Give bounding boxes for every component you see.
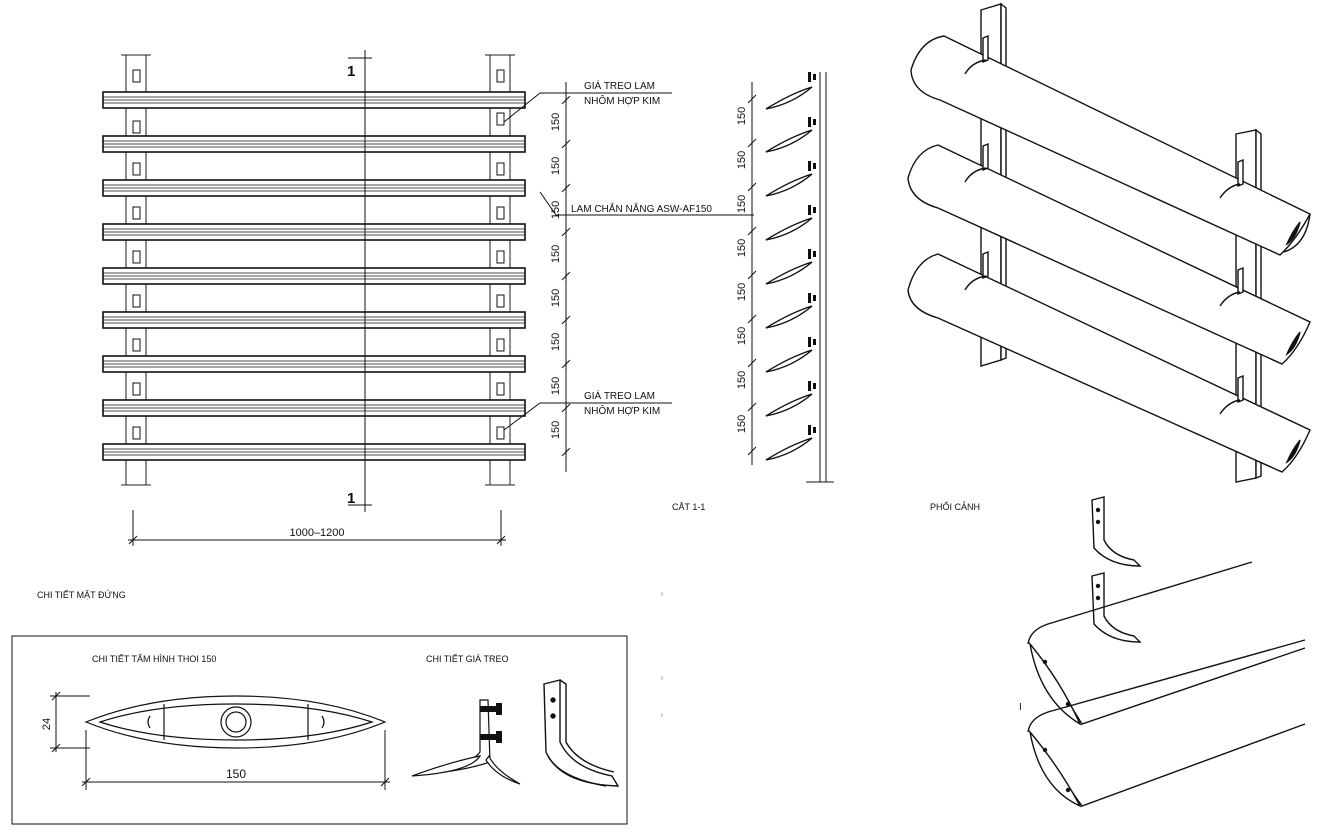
- spacing-label: 150: [550, 113, 562, 131]
- spacing-label: 150: [550, 333, 562, 351]
- callout-top-line2: NHÔM HỢP KIM: [584, 94, 660, 107]
- profile-height-label: 24: [41, 718, 53, 730]
- bracket-title: CHI TIẾT GIÁ TREO: [426, 654, 509, 664]
- spacing-label: 150: [550, 245, 562, 263]
- spacing-label: 150: [736, 327, 748, 345]
- section-line: [348, 50, 372, 512]
- profile-height-dimension: [50, 691, 90, 753]
- profile-title: CHI TIẾT TẤM HÌNH THOI 150: [92, 654, 216, 664]
- section-clips: [808, 72, 816, 435]
- screw-icon: [480, 703, 502, 743]
- section-marker-top: 1: [347, 63, 355, 80]
- elevation-spacing-labels: 150 150 150 150 150 150 150 150: [550, 113, 562, 439]
- width-dimension: [128, 510, 506, 546]
- perspective-title: PHỐI CẢNH: [930, 501, 980, 512]
- callout-top-line1: GIÁ TREO LAM: [584, 79, 655, 92]
- spacing-label: 150: [736, 195, 748, 213]
- perspective-detail: [1027, 496, 1306, 808]
- section-slats: [765, 86, 813, 461]
- spacing-label: 150: [736, 371, 748, 389]
- bracket-3d-view: [543, 679, 620, 787]
- spacing-label: 150: [550, 421, 562, 439]
- louver-slat: [102, 223, 526, 241]
- spacing-label: 150: [550, 289, 562, 307]
- leader-lines: [503, 92, 754, 431]
- spacing-label: 150: [736, 283, 748, 301]
- louver-slat: [102, 443, 526, 461]
- louver-slat: [102, 135, 526, 153]
- callout-bottom-line1: GIÁ TREO LAM: [584, 389, 655, 402]
- spacing-label: 150: [736, 239, 748, 257]
- bracket-clips: [132, 69, 505, 440]
- louver-slat: [102, 91, 526, 109]
- louver-slat: [102, 267, 526, 285]
- profile-width-label: 150: [226, 767, 246, 781]
- louver-slat: [102, 311, 526, 329]
- louver-slat: [102, 399, 526, 417]
- profile-width-dimension: [81, 730, 390, 790]
- elevation-spacing-dimension: [561, 82, 571, 472]
- spacing-label: 150: [550, 201, 562, 219]
- section-marker-bottom: 1: [347, 490, 355, 507]
- section-spacing-labels: 150 150 150 150 150 150 150 150: [736, 107, 748, 433]
- spacing-label: 150: [736, 151, 748, 169]
- elevation-title: CHI TIẾT MẶT ĐỨNG: [37, 590, 126, 600]
- spacing-label: 150: [550, 157, 562, 175]
- lens-profile: [84, 695, 387, 749]
- section-spacing-dimension: [747, 82, 757, 465]
- front-elevation: 1 1 1000–1200 150 150 150: [37, 50, 754, 600]
- spacing-label: 150: [550, 377, 562, 395]
- spacing-label: 150: [736, 415, 748, 433]
- callout-bottom-line2: NHÔM HỢP KIM: [584, 404, 660, 417]
- detail-box: CHI TIẾT TẤM HÌNH THOI 150 CHI TIẾT GIÁ …: [11, 635, 628, 825]
- louver-slat: [102, 179, 526, 197]
- width-dimension-label: 1000–1200: [289, 527, 344, 539]
- louver-slat: [102, 355, 526, 373]
- perspective-marker: I: [1019, 702, 1022, 713]
- perspective-view: [907, 2, 1311, 483]
- callout-middle: LAM CHẮN NẮNG ASW-AF150: [571, 202, 712, 215]
- spacing-label: 150: [736, 107, 748, 125]
- section-view: 150 150 150 150 150 150 150 150 CẮT 1-1: [672, 72, 834, 512]
- section-title: CẮT 1-1: [672, 502, 705, 512]
